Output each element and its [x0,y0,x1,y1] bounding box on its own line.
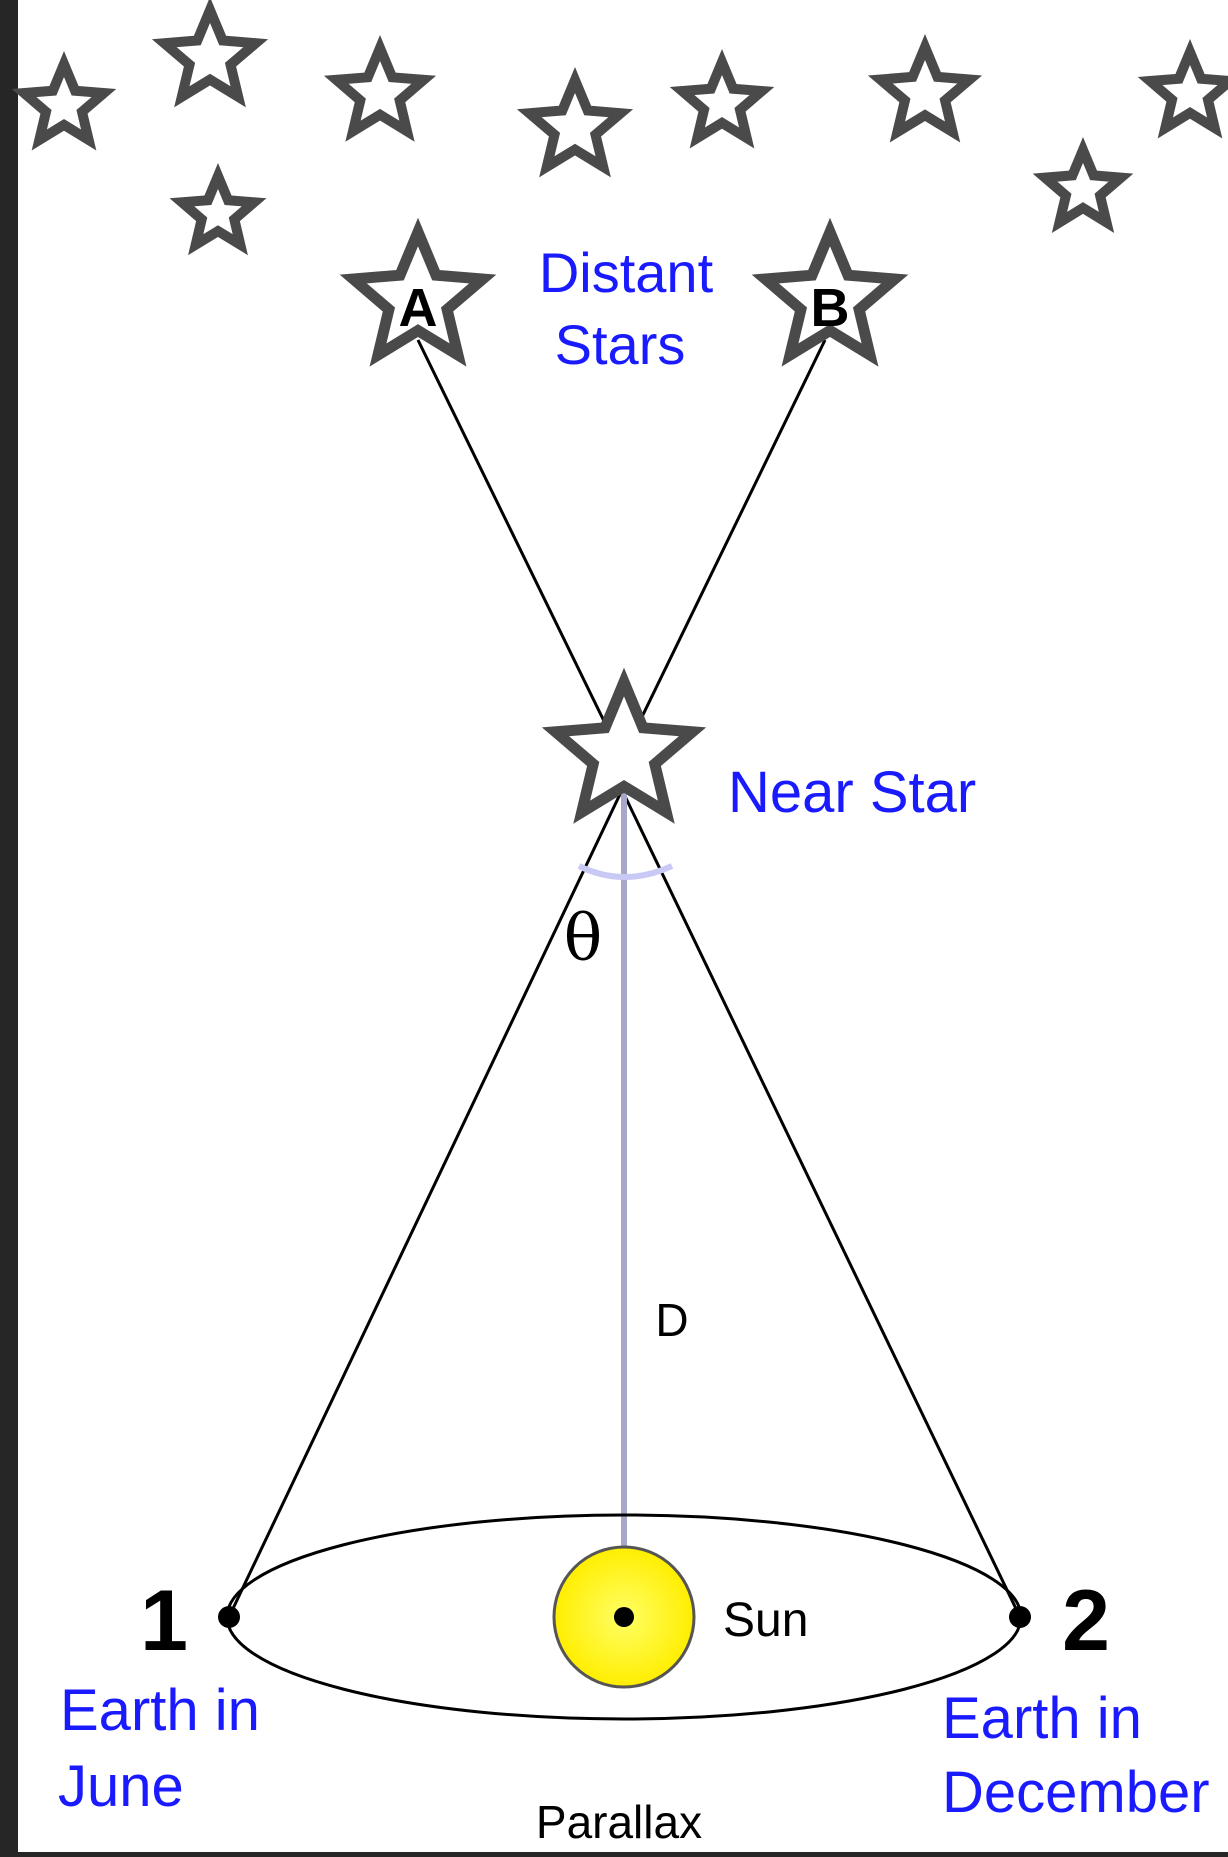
angle-label: θ [564,902,603,976]
position-2-label: 2 [1062,1573,1110,1669]
star-b-label: B [811,278,850,338]
position-1-label: 1 [140,1573,188,1669]
earth-june-label-line2: June [58,1754,184,1819]
caption-label: Parallax [536,1796,702,1848]
star-a-label: A [399,278,438,338]
earth-december-label-line1: Earth in [942,1686,1142,1751]
near-star-label: Near Star [728,760,976,825]
distant-stars-label-line2: Stars [555,313,686,376]
earth-june-label-line1: Earth in [60,1678,260,1743]
earth-december-label-line2: December [942,1760,1210,1825]
earth-december-marker [1009,1606,1031,1628]
distant-stars-label-line1: Distant [539,241,714,304]
distance-label: D [655,1294,688,1346]
earth-june-marker [218,1606,240,1628]
sun-icon [554,1547,694,1687]
sun-label: Sun [723,1594,808,1647]
